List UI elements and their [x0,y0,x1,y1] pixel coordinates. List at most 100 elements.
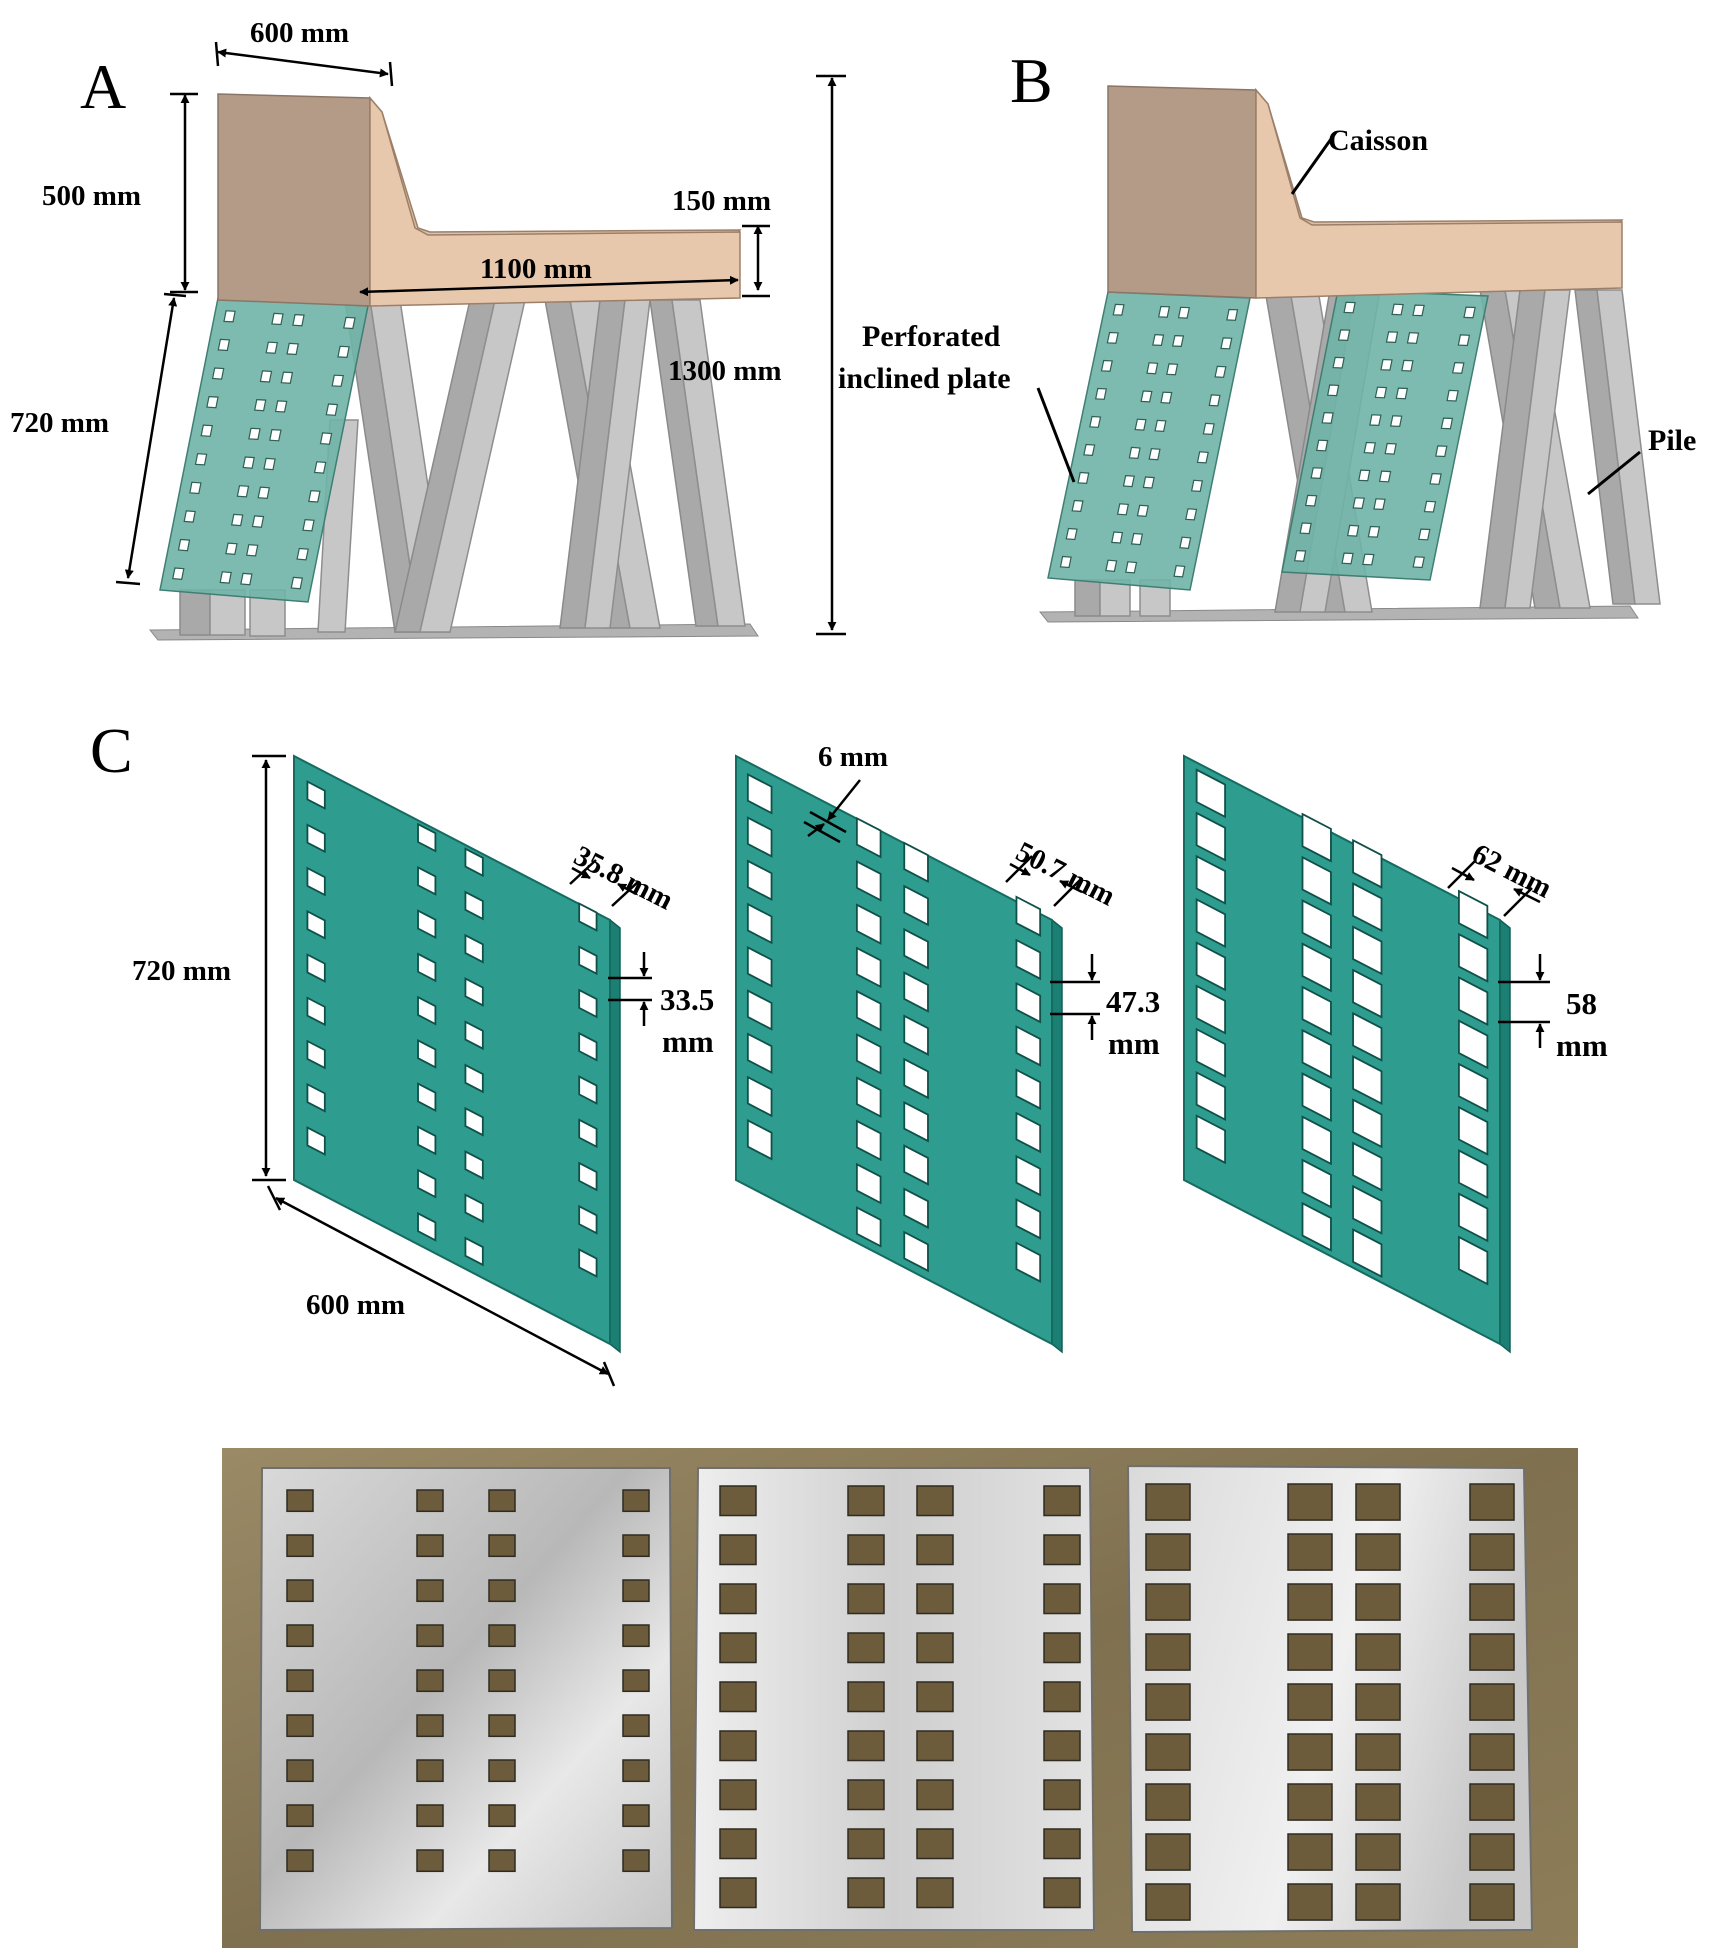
photo-plate-hole [286,1849,314,1873]
plate-hole [1015,1154,1042,1197]
plate-hole [1116,503,1130,516]
plate-hole [1195,1027,1226,1078]
photo-plate-hole [416,1849,444,1873]
photo-plate-hole [847,1779,885,1811]
plate-hole [1352,1011,1383,1062]
photo-plate-hole [1145,1683,1191,1721]
pile-callout: Pile [1648,424,1696,457]
photo-plate-hole [488,1489,516,1513]
plate-hole [1301,1115,1332,1166]
plate-hole [265,341,279,354]
plate-hole [242,456,255,469]
plate-hole [746,816,773,858]
plate-hole [1015,1111,1042,1154]
plate-hole [331,374,345,387]
plate-hole [1352,968,1383,1019]
plate-hole [1142,476,1155,489]
plate-hole [1195,898,1226,948]
plate-hole [1301,855,1332,906]
photo-plate-hole [847,1681,885,1713]
plate-hole [1136,504,1149,517]
plate-hole [855,1076,882,1118]
plate-hole [1173,565,1186,578]
photo-plate-hole [1287,1783,1333,1821]
photo-plate-hole [847,1534,885,1566]
plate-hole [286,342,299,356]
plate-hole [1185,508,1198,521]
plate-hole [1195,1114,1226,1165]
photo-plate-hole [916,1779,954,1811]
dim-600-label: 600 mm [250,17,349,49]
plate-hole [1195,941,1226,992]
plate-hole [292,313,305,327]
plate-hole [1446,389,1459,402]
plate-hole [1122,474,1135,488]
plate-hole [1363,441,1377,454]
plate-hole [1015,981,1042,1024]
panel-c: C 720 mm 600 mm [90,715,1608,1387]
plate-hole [1112,303,1125,316]
plate-hole [1310,467,1323,480]
photo-plate-hole [286,1624,314,1648]
photo-plate-hole [1145,1733,1191,1771]
plate-hole [230,513,244,527]
plate-hole [746,1032,773,1075]
photo-plate-hole [719,1485,757,1517]
photo-plate-hole [1043,1779,1081,1811]
plate-hole [1352,838,1383,889]
photo-plate-hole [1355,1733,1401,1771]
plate-hole [1196,451,1209,464]
photo-plate-hole [1043,1534,1081,1566]
plate-hole [189,481,202,495]
plate-hole [1343,301,1356,314]
plate-hole [319,432,333,445]
photo-plate-hole [416,1489,444,1513]
plate-hole [183,510,196,523]
photo-plate-hole [916,1485,954,1517]
photo-plate-hole [286,1534,314,1558]
plate-hole [1111,531,1124,544]
photo-plate-hole [286,1759,314,1783]
plate-hole [1301,1028,1332,1079]
panel-c-label: C [90,715,133,786]
photo-plate-hole [847,1583,885,1615]
panel-b-label: B [1010,45,1053,116]
plate-leader [1036,387,1076,483]
photo-plate-hole [1043,1877,1081,1909]
plate-hole [746,1075,773,1118]
dim-line-720 [124,297,178,579]
plate-hole [855,1162,882,1205]
plate-hole [903,1100,929,1143]
perforated-plate-3 [1183,754,1511,1354]
plate-hole [1301,985,1332,1036]
piles-a [179,299,746,637]
plate-2-hole-height: 47.3 [1106,984,1160,1019]
plate-hole [306,1082,326,1113]
photo-plate-hole [1145,1583,1191,1621]
photo-plate-hole [1469,1633,1515,1671]
plate-hole [1378,470,1392,483]
photo-plate-hole [1287,1483,1333,1521]
plate-hole [1301,1072,1332,1123]
photo-plate-hole [916,1828,954,1860]
plate-hole [578,988,598,1019]
plate-hole [200,424,214,437]
plate-hole [1384,442,1397,455]
plate-hole [1301,1201,1332,1252]
dim-720-label: 720 mm [10,407,109,439]
plate-hole [417,865,437,896]
photo-plate-hole [1145,1783,1191,1821]
photo-plate-hole [488,1759,516,1783]
photo-plate-hole [416,1534,444,1558]
plate-hole [1140,390,1153,403]
photo-plate-hole [622,1624,650,1648]
photo-plate-hole [847,1730,885,1762]
photo-plate-hole [916,1534,954,1566]
panel-a-label: A [80,51,126,122]
photo-plate-hole [1043,1583,1081,1615]
plate-hole [1352,1228,1383,1279]
photo-plate-hole [719,1828,757,1860]
plate-hole [223,310,236,323]
plate-hole [464,847,484,878]
plate-hole [578,902,598,932]
